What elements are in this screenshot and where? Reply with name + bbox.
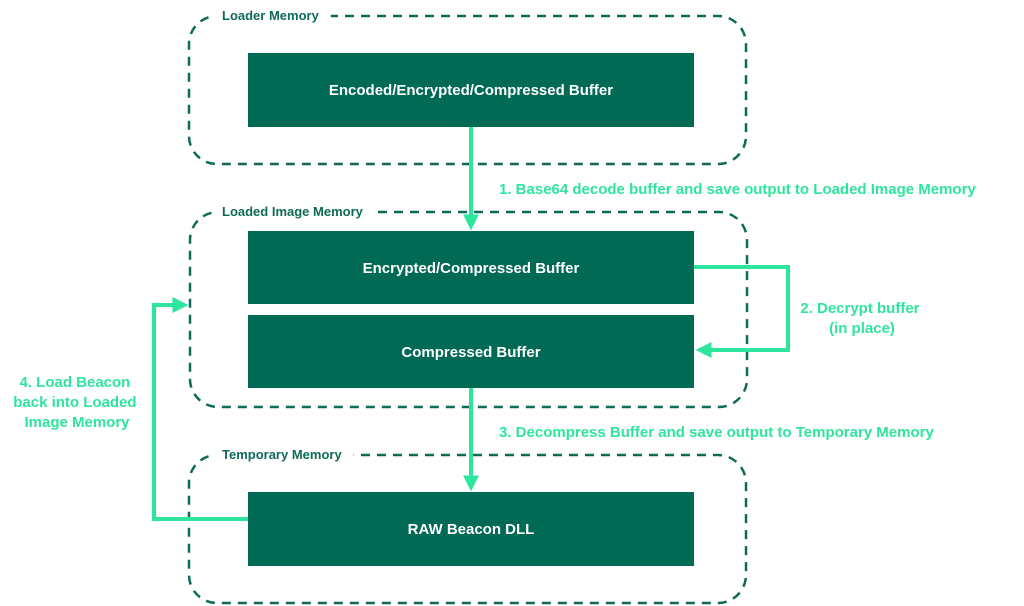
box-label: Compressed Buffer (401, 344, 540, 361)
step4-line: 4. Load Beacon (19, 374, 130, 391)
container-label-temporary: Temporary Memory (222, 447, 342, 462)
container-temporary-memory: Temporary Memory (187, 444, 748, 605)
box-shape (248, 231, 694, 304)
step1-label: 1. Base64 decode buffer and save output … (499, 181, 976, 198)
box-raw-beacon-dll: RAW Beacon DLL (248, 492, 694, 566)
container-label-loaded: Loaded Image Memory (222, 204, 364, 219)
box-label: Encrypted/Compressed Buffer (363, 260, 580, 277)
box-shape (248, 492, 694, 566)
step2-line: (in place) (829, 320, 895, 337)
container-loaded-image-memory: Loaded Image Memory (188, 201, 749, 409)
box-encrypted-buffer: Encrypted/Compressed Buffer (248, 231, 694, 304)
step3-line: 3. Decompress Buffer and save output to … (499, 424, 934, 441)
box-shape (248, 53, 694, 127)
container-border (187, 453, 748, 605)
container-border (188, 210, 749, 409)
label-mask (212, 5, 331, 25)
step4-label: 4. Load Beacon back into Loaded Image Me… (13, 374, 141, 431)
label-mask (212, 201, 375, 221)
container-label-loader: Loader Memory (222, 8, 320, 23)
box-label: Encoded/Encrypted/Compressed Buffer (329, 82, 613, 99)
box-encoded-buffer: Encoded/Encrypted/Compressed Buffer (248, 53, 694, 127)
arrow-step4 (152, 297, 248, 521)
box-label: RAW Beacon DLL (408, 521, 535, 538)
label-mask (212, 444, 354, 464)
step2-line: 2. Decrypt buffer (800, 300, 919, 317)
container-border (187, 14, 748, 166)
step1-line: 1. Base64 decode buffer and save output … (499, 181, 976, 198)
arrow-step2 (694, 265, 790, 358)
box-compressed-buffer: Compressed Buffer (248, 315, 694, 388)
container-loader-memory: Loader Memory (187, 5, 748, 166)
step4-line: Image Memory (24, 414, 130, 431)
step4-line: back into Loaded (13, 394, 136, 411)
step2-label: 2. Decrypt buffer (in place) (800, 300, 923, 337)
step3-label: 3. Decompress Buffer and save output to … (499, 424, 934, 441)
box-shape (248, 315, 694, 388)
